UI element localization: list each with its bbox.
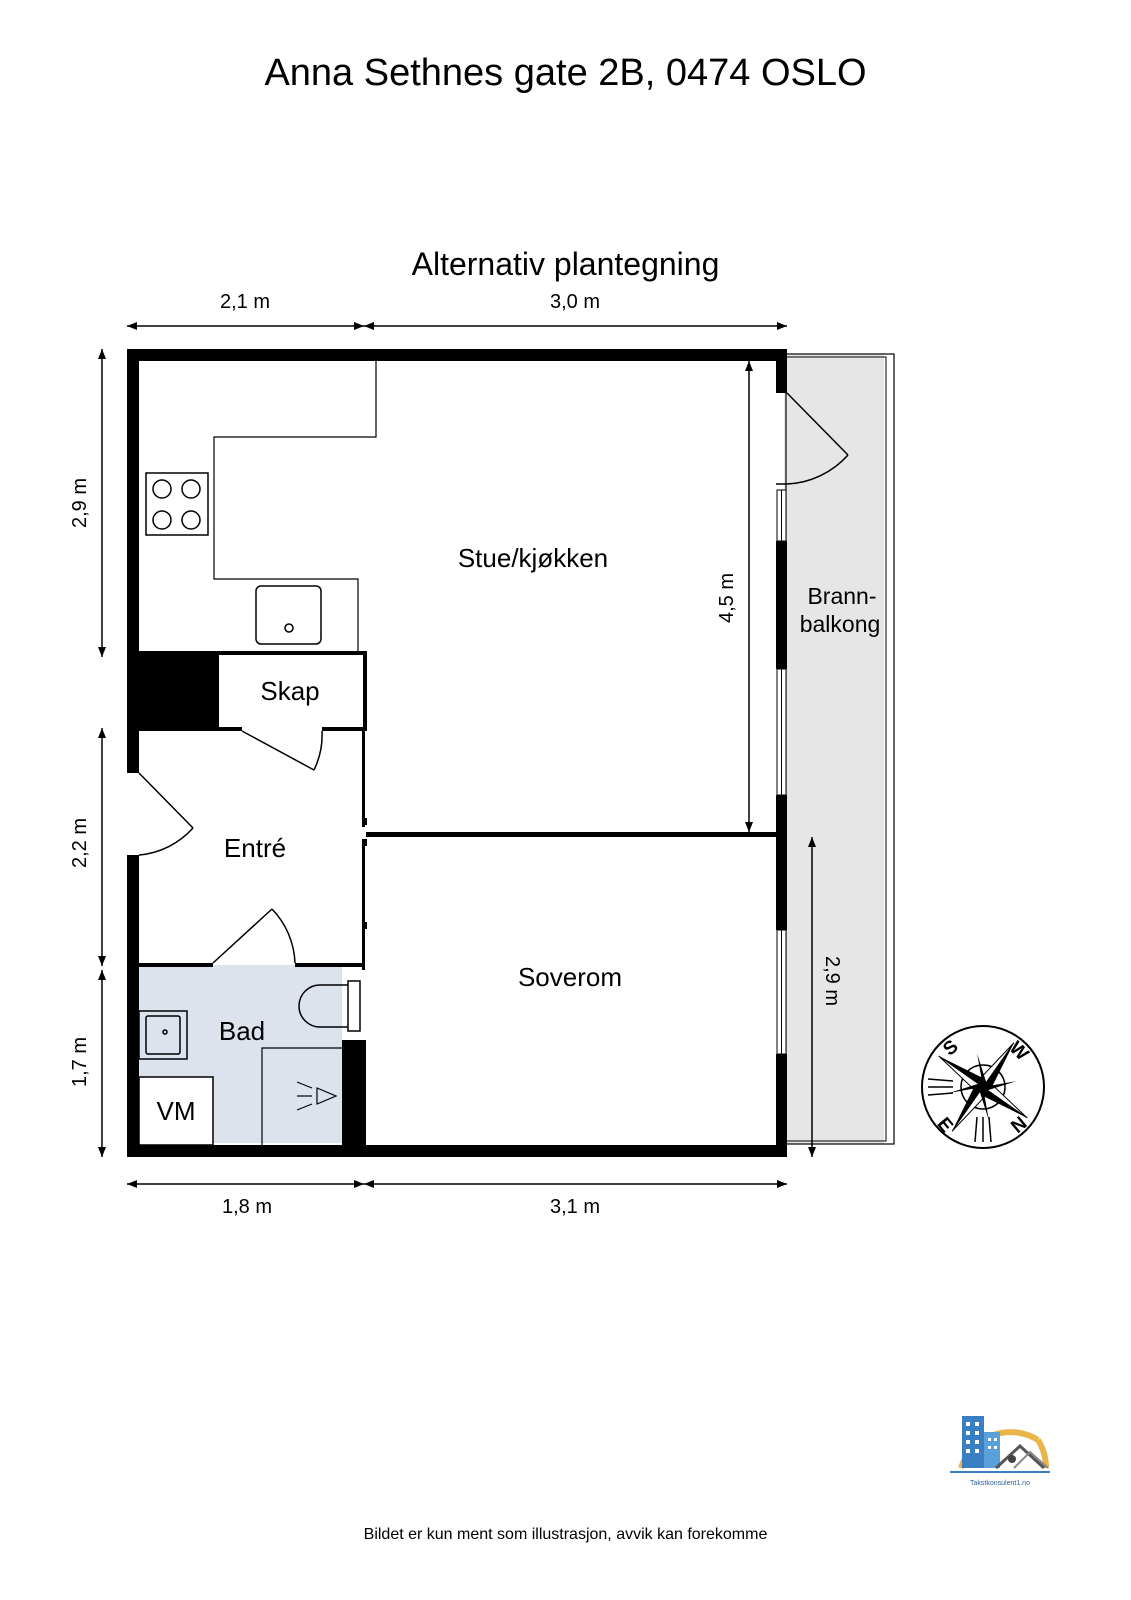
kitchen-counter bbox=[213, 361, 377, 651]
dim-left-upper: 2,9 m bbox=[69, 478, 91, 528]
exterior-walls bbox=[127, 349, 787, 1157]
dim-balcony-height: 2,9 m bbox=[821, 956, 843, 1006]
room-label-bath: Bad bbox=[219, 1016, 265, 1046]
kitchen-sink-icon bbox=[255, 585, 322, 645]
company-logo: Takstkonsulent1.no bbox=[950, 1416, 1050, 1487]
disclaimer-text: Bildet er kun ment som illustrasjon, avv… bbox=[363, 1526, 768, 1543]
interior-walls bbox=[139, 651, 777, 970]
room-label-living: Stue/kjøkken bbox=[458, 543, 608, 573]
dimension-lines bbox=[98, 322, 816, 1188]
washer-box bbox=[138, 1076, 214, 1146]
room-label-bedroom: Soverom bbox=[518, 962, 622, 992]
entrance-door bbox=[138, 772, 194, 856]
dim-top-right: 3,0 m bbox=[550, 291, 600, 313]
dim-left-middle: 2,2 m bbox=[69, 818, 91, 868]
compass-icon: S W N E bbox=[921, 1025, 1045, 1149]
bedroom-door-jambs bbox=[362, 818, 367, 929]
shower-icon bbox=[261, 1047, 342, 1145]
logo-text: Takstkonsulent1.no bbox=[970, 1480, 1030, 1487]
room-label-washer: VM bbox=[157, 1096, 196, 1126]
bath-door bbox=[212, 908, 296, 964]
plan-title: Alternativ plantegning bbox=[411, 246, 720, 282]
room-label-entry: Entré bbox=[224, 833, 286, 863]
dim-bottom-left: 1,8 m bbox=[222, 1196, 272, 1218]
room-label-balcony-2: balkong bbox=[800, 611, 881, 637]
dim-bottom-right: 3,1 m bbox=[550, 1196, 600, 1218]
address-title: Anna Sethnes gate 2B, 0474 OSLO bbox=[264, 52, 867, 94]
dim-left-lower: 1,7 m bbox=[69, 1037, 91, 1087]
balcony-door bbox=[776, 392, 849, 485]
bath-sink-icon bbox=[138, 1010, 188, 1060]
room-label-balcony-1: Brann- bbox=[807, 583, 876, 609]
dim-top-left: 2,1 m bbox=[220, 291, 270, 313]
windows bbox=[776, 489, 787, 1055]
stove-icon bbox=[145, 472, 209, 536]
balcony bbox=[784, 353, 895, 1145]
closet-door bbox=[241, 730, 323, 771]
room-label-closet: Skap bbox=[260, 676, 319, 706]
toilet-icon bbox=[298, 980, 361, 1032]
dim-living-height: 4,5 m bbox=[716, 573, 738, 623]
